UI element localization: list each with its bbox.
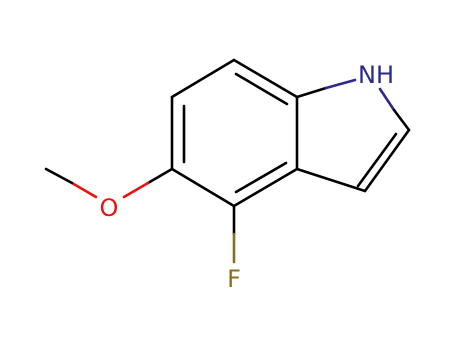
fluorine-label: F — [227, 265, 241, 293]
bond-c7-c6 — [170, 58, 236, 99]
bond-c5-o-black — [146, 167, 174, 185]
bond-c5-c4 — [170, 167, 236, 208]
atom-labels: NH O F — [100, 61, 394, 293]
bond-inner-c7-c7a — [234, 72, 289, 106]
bond-c7-c7a — [232, 58, 299, 99]
bond-o-ch3-red — [70, 181, 98, 199]
bond-o-ch3-black — [44, 167, 74, 185]
bond-inner-c4-c3a — [234, 161, 288, 194]
bond-c2-c3 — [363, 128, 411, 193]
bond-c2-c3-inner — [356, 132, 398, 188]
bond-n1-c2-blue — [378, 87, 396, 112]
bond-c7a-n1-blue — [324, 78, 357, 90]
bond-c3-c3a — [295, 167, 367, 193]
bonds — [44, 58, 411, 264]
bond-n1-c2-black — [392, 108, 411, 132]
bond-c7a-n1-black — [295, 86, 328, 99]
bond-c5-o-red — [122, 181, 150, 199]
bond-c4-c3a — [232, 167, 299, 208]
nh-label: NH — [358, 61, 394, 89]
oxygen-label: O — [100, 194, 119, 222]
